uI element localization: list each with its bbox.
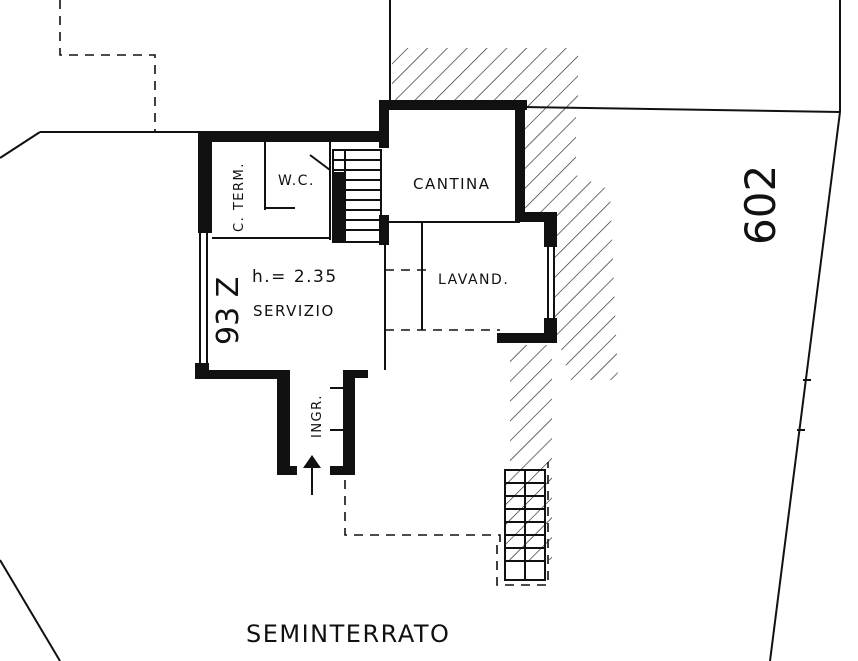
handwritten-number-side: 602 <box>736 165 785 245</box>
room-label-c-term: C. TERM. <box>232 162 247 232</box>
room-label-servizio: SERVIZIO <box>253 302 335 320</box>
room-label-lavand: LAVAND. <box>438 272 509 288</box>
stairs-exterior <box>504 469 546 581</box>
stairs-interior <box>332 149 382 243</box>
hatched-ground <box>392 48 618 560</box>
room-label-cantina: CANTINA <box>413 175 491 193</box>
handwritten-number-left: 93 Z <box>211 277 246 345</box>
entry-arrow-icon <box>303 455 321 495</box>
room-label-ingr: INGR. <box>310 394 325 438</box>
plan-title: SEMINTERRATO <box>246 620 450 648</box>
partitions <box>199 109 555 431</box>
height-note: h.= 2.35 <box>252 267 338 287</box>
walls <box>195 100 557 475</box>
room-label-wc: W.C. <box>278 173 315 189</box>
